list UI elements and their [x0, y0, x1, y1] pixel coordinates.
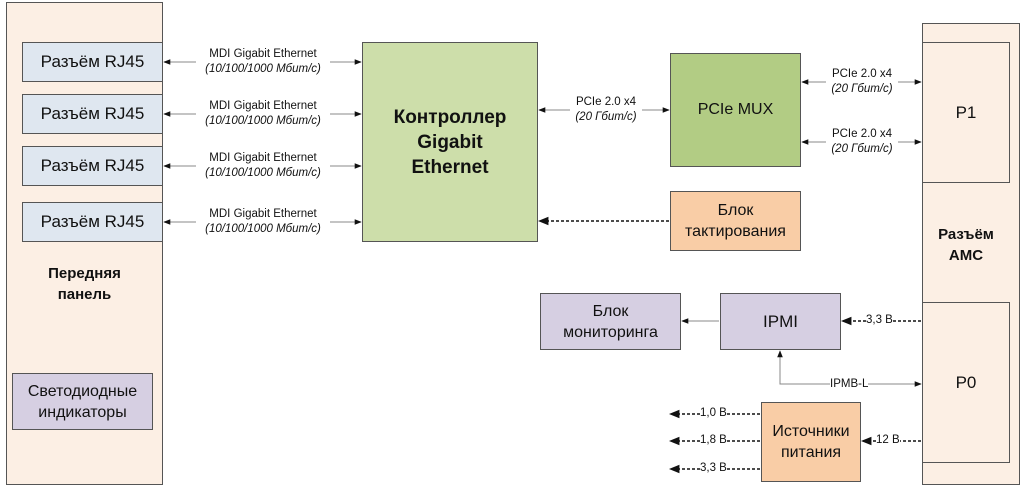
power-supply-block: Источники питания: [761, 402, 861, 482]
controller-line2: Gigabit: [417, 131, 483, 153]
pcie-mux-label: PCIe MUX: [697, 101, 774, 118]
mdi-label-4: MDI Gigabit Ethernet (10/100/1000 Мбит/с): [196, 207, 330, 237]
pcie-mux: PCIe MUX: [670, 53, 801, 167]
front-panel-title-line1: Передняя: [48, 265, 121, 282]
amc-p1-label: P1: [955, 102, 977, 122]
amc-p0: P0: [922, 302, 1010, 463]
pcie-name: PCIe 2.0 x4: [831, 128, 893, 140]
ipmi-power-label: 3,3 В: [866, 313, 893, 328]
clock-block: Блок тактирования: [670, 191, 801, 251]
mdi-name: MDI Gigabit Ethernet: [209, 208, 317, 220]
mdi-label-2: MDI Gigabit Ethernet (10/100/1000 Мбит/с): [196, 99, 330, 129]
pcie-name: PCIe 2.0 x4: [575, 96, 637, 108]
monitoring-block: Блок мониторинга: [540, 293, 681, 350]
psu-line2: питания: [780, 444, 842, 461]
rj45-connector-4: Разъём RJ45: [22, 202, 163, 242]
led-indicators-line2: индикаторы: [38, 403, 127, 421]
led-indicators-line1: Светодиодные: [27, 382, 138, 400]
amc-p1: P1: [922, 42, 1010, 183]
mdi-name: MDI Gigabit Ethernet: [209, 100, 317, 112]
front-panel-title: Передняя панель: [6, 263, 163, 305]
psu-in-label: 12 В: [876, 433, 900, 448]
monitor-line1: Блок: [592, 302, 629, 320]
mdi-label-1: MDI Gigabit Ethernet (10/100/1000 Мбит/с): [196, 47, 330, 77]
controller-line3: Ethernet: [411, 156, 489, 178]
mdi-label-3: MDI Gigabit Ethernet (10/100/1000 Мбит/с): [196, 151, 330, 181]
mdi-speed: (10/100/1000 Мбит/с): [205, 63, 321, 75]
ipmi-block: IPMI: [720, 293, 841, 350]
mdi-speed: (10/100/1000 Мбит/с): [205, 223, 321, 235]
pcie-speed: (20 Гбит/с): [831, 143, 893, 155]
pcie-mux-p1-label-1: PCIe 2.0 x4 (20 Гбит/с): [826, 67, 898, 97]
pcie-name: PCIe 2.0 x4: [831, 68, 893, 80]
front-panel-title-line2: панель: [57, 286, 112, 303]
pcie-speed: (20 Гбит/с): [831, 83, 893, 95]
clock-line2: тактирования: [685, 223, 786, 240]
rj45-label: Разъём RJ45: [40, 104, 145, 123]
pcie-speed: (20 Гбит/с): [575, 111, 637, 123]
psu-out-label-2: 1,8 В: [700, 433, 727, 448]
ipmi-label: IPMI: [763, 312, 798, 331]
rj45-connector-1: Разъём RJ45: [22, 42, 163, 82]
rj45-label: Разъём RJ45: [40, 212, 145, 231]
ipmb-label: IPMB-L: [830, 377, 869, 392]
psu-line1: Источники: [772, 423, 850, 440]
led-indicators: Светодиодные индикаторы: [12, 373, 153, 430]
mdi-name: MDI Gigabit Ethernet: [209, 152, 317, 164]
pcie-mux-p1-label-2: PCIe 2.0 x4 (20 Гбит/с): [826, 127, 898, 157]
amc-title: Разъём AMC: [922, 224, 1010, 266]
psu-out-label-1: 1,0 В: [700, 406, 727, 421]
gigabit-ethernet-controller: Контроллер Gigabit Ethernet: [362, 42, 538, 242]
pcie-ctrl-mux-label: PCIe 2.0 x4 (20 Гбит/с): [570, 95, 642, 125]
mdi-speed: (10/100/1000 Мбит/с): [205, 115, 321, 127]
clock-line1: Блок: [717, 202, 754, 219]
amc-p0-label: P0: [955, 372, 977, 392]
amc-title-line1: Разъём: [938, 226, 994, 243]
mdi-speed: (10/100/1000 Мбит/с): [205, 167, 321, 179]
ipmb-link: [777, 350, 922, 387]
controller-line1: Контроллер: [393, 106, 507, 128]
rj45-label: Разъём RJ45: [40, 52, 145, 71]
mdi-name: MDI Gigabit Ethernet: [209, 48, 317, 60]
amc-title-line2: AMC: [948, 247, 984, 264]
rj45-connector-2: Разъём RJ45: [22, 94, 163, 134]
rj45-connector-3: Разъём RJ45: [22, 146, 163, 186]
monitor-line2: мониторинга: [563, 323, 658, 341]
rj45-label: Разъём RJ45: [40, 156, 145, 175]
psu-out-label-3: 3,3 В: [700, 461, 727, 476]
